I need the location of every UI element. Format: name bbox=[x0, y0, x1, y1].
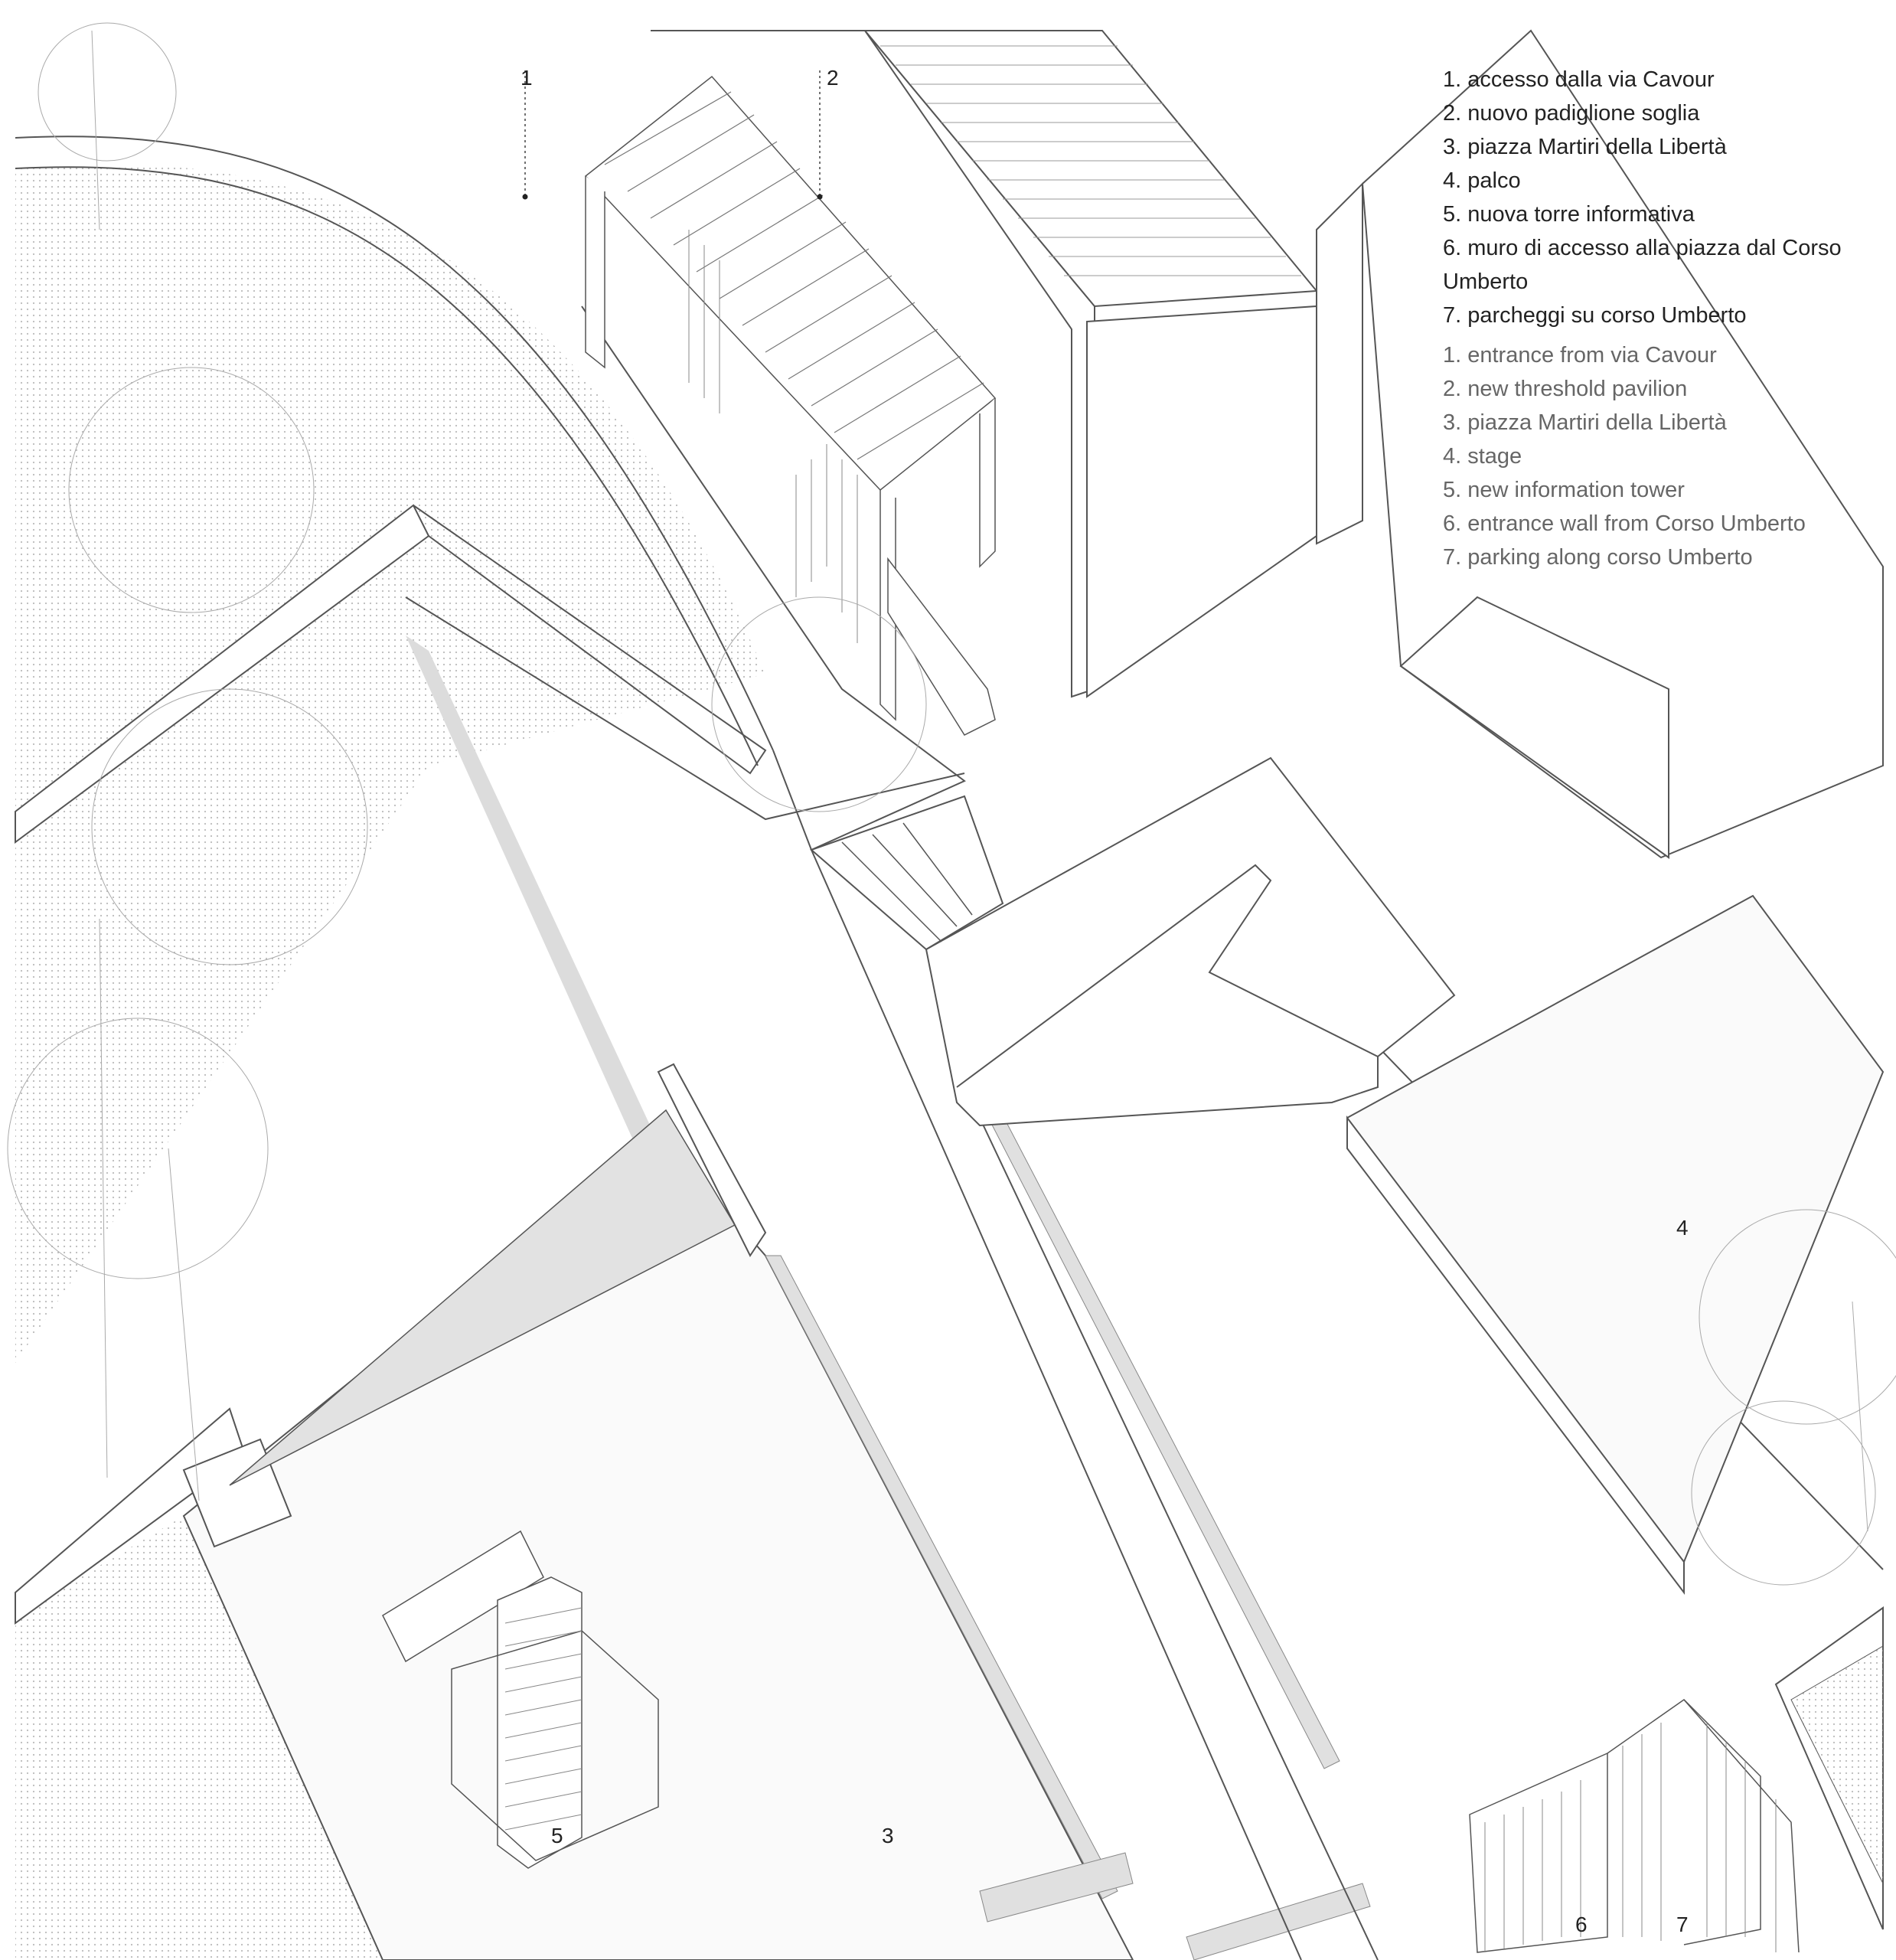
stage-front-face bbox=[1346, 1116, 1685, 1595]
planter-wall-2 bbox=[413, 505, 767, 775]
marker-2: 2 bbox=[827, 66, 839, 90]
legend-italian: 1. accesso dalla via Cavour 2. nuovo pad… bbox=[1443, 63, 1872, 332]
marker-3: 3 bbox=[882, 1824, 894, 1847]
leader-lines bbox=[524, 70, 821, 195]
tower-slats bbox=[504, 1607, 583, 1831]
building-tower-slab bbox=[1316, 181, 1363, 545]
legend-it-6: 6. muro di accesso alla piazza dal Corso… bbox=[1443, 236, 1842, 294]
building-block-4 bbox=[1399, 596, 1669, 859]
gutter-strip-3 bbox=[979, 1852, 1134, 1922]
legend-en-3: 3. piazza Martiri della Libertà bbox=[1443, 410, 1727, 435]
legend-en-7: 7. parking along corso Umberto bbox=[1443, 545, 1753, 570]
street-edge-1 bbox=[811, 849, 1302, 1960]
legend-en-1: 1. entrance from via Cavour bbox=[1443, 343, 1717, 368]
legend-it-5: 5. nuova torre informativa bbox=[1443, 202, 1695, 227]
street-edge-2 bbox=[979, 1117, 1379, 1960]
entrance-wall-inner bbox=[956, 864, 1379, 1088]
curved-wall-base bbox=[581, 305, 966, 851]
building-block-2 bbox=[1086, 305, 1317, 698]
pavilion-slats bbox=[604, 91, 984, 460]
step-lines bbox=[841, 822, 973, 942]
legend-it-4: 4. palco bbox=[1443, 168, 1521, 193]
lower-planter-inner bbox=[1790, 1645, 1884, 1884]
roof-stripes bbox=[880, 45, 1301, 276]
legend-en-6: 6. entrance wall from Corso Umberto bbox=[1443, 511, 1806, 536]
parking-frame-structure bbox=[1469, 1699, 1800, 1953]
pavilion-columns bbox=[688, 230, 858, 643]
wedge-shade bbox=[229, 1109, 736, 1486]
building-roof-striped bbox=[863, 30, 1319, 308]
legend-english: 1. entrance from via Cavour 2. new thres… bbox=[1443, 338, 1872, 574]
center-pier bbox=[657, 1063, 767, 1257]
entrance-wall-box bbox=[925, 756, 1456, 1127]
legend-it-3: 3. piazza Martiri della Libertà bbox=[1443, 135, 1727, 159]
tree-foliage bbox=[7, 22, 1896, 1586]
marker-6: 6 bbox=[1575, 1913, 1588, 1936]
pavilion-bench bbox=[887, 557, 996, 736]
legend-en-4: 4. stage bbox=[1443, 444, 1522, 469]
frame-columns bbox=[1484, 1723, 1777, 1952]
lawn-area bbox=[15, 163, 765, 1364]
marker-1: 1 bbox=[521, 66, 533, 90]
gutter-strip-4 bbox=[1186, 1883, 1371, 1960]
legend: 1. accesso dalla via Cavour 2. nuovo pad… bbox=[1443, 63, 1872, 574]
lawn-area-lower bbox=[15, 1516, 383, 1960]
gutter-strip-1 bbox=[765, 1255, 1118, 1900]
marker-5: 5 bbox=[551, 1824, 563, 1847]
planter-wall-3 bbox=[405, 596, 965, 821]
marker-4: 4 bbox=[1676, 1216, 1689, 1240]
marker-7: 7 bbox=[1676, 1913, 1689, 1936]
legend-it-7: 7. parcheggi su corso Umberto bbox=[1443, 303, 1747, 328]
legend-it-2: 2. nuovo padiglione soglia bbox=[1443, 101, 1700, 126]
gutter-strip-2 bbox=[956, 1056, 1340, 1769]
leader-dot-2 bbox=[817, 194, 823, 200]
curved-wall-inner bbox=[15, 166, 759, 766]
legend-en-2: 2. new threshold pavilion bbox=[1443, 377, 1688, 401]
legend-it-1: 1. accesso dalla via Cavour bbox=[1443, 67, 1715, 92]
legend-en-5: 5. new information tower bbox=[1443, 478, 1685, 502]
leader-dot-1 bbox=[522, 194, 528, 200]
curved-wall-outer bbox=[15, 136, 774, 751]
